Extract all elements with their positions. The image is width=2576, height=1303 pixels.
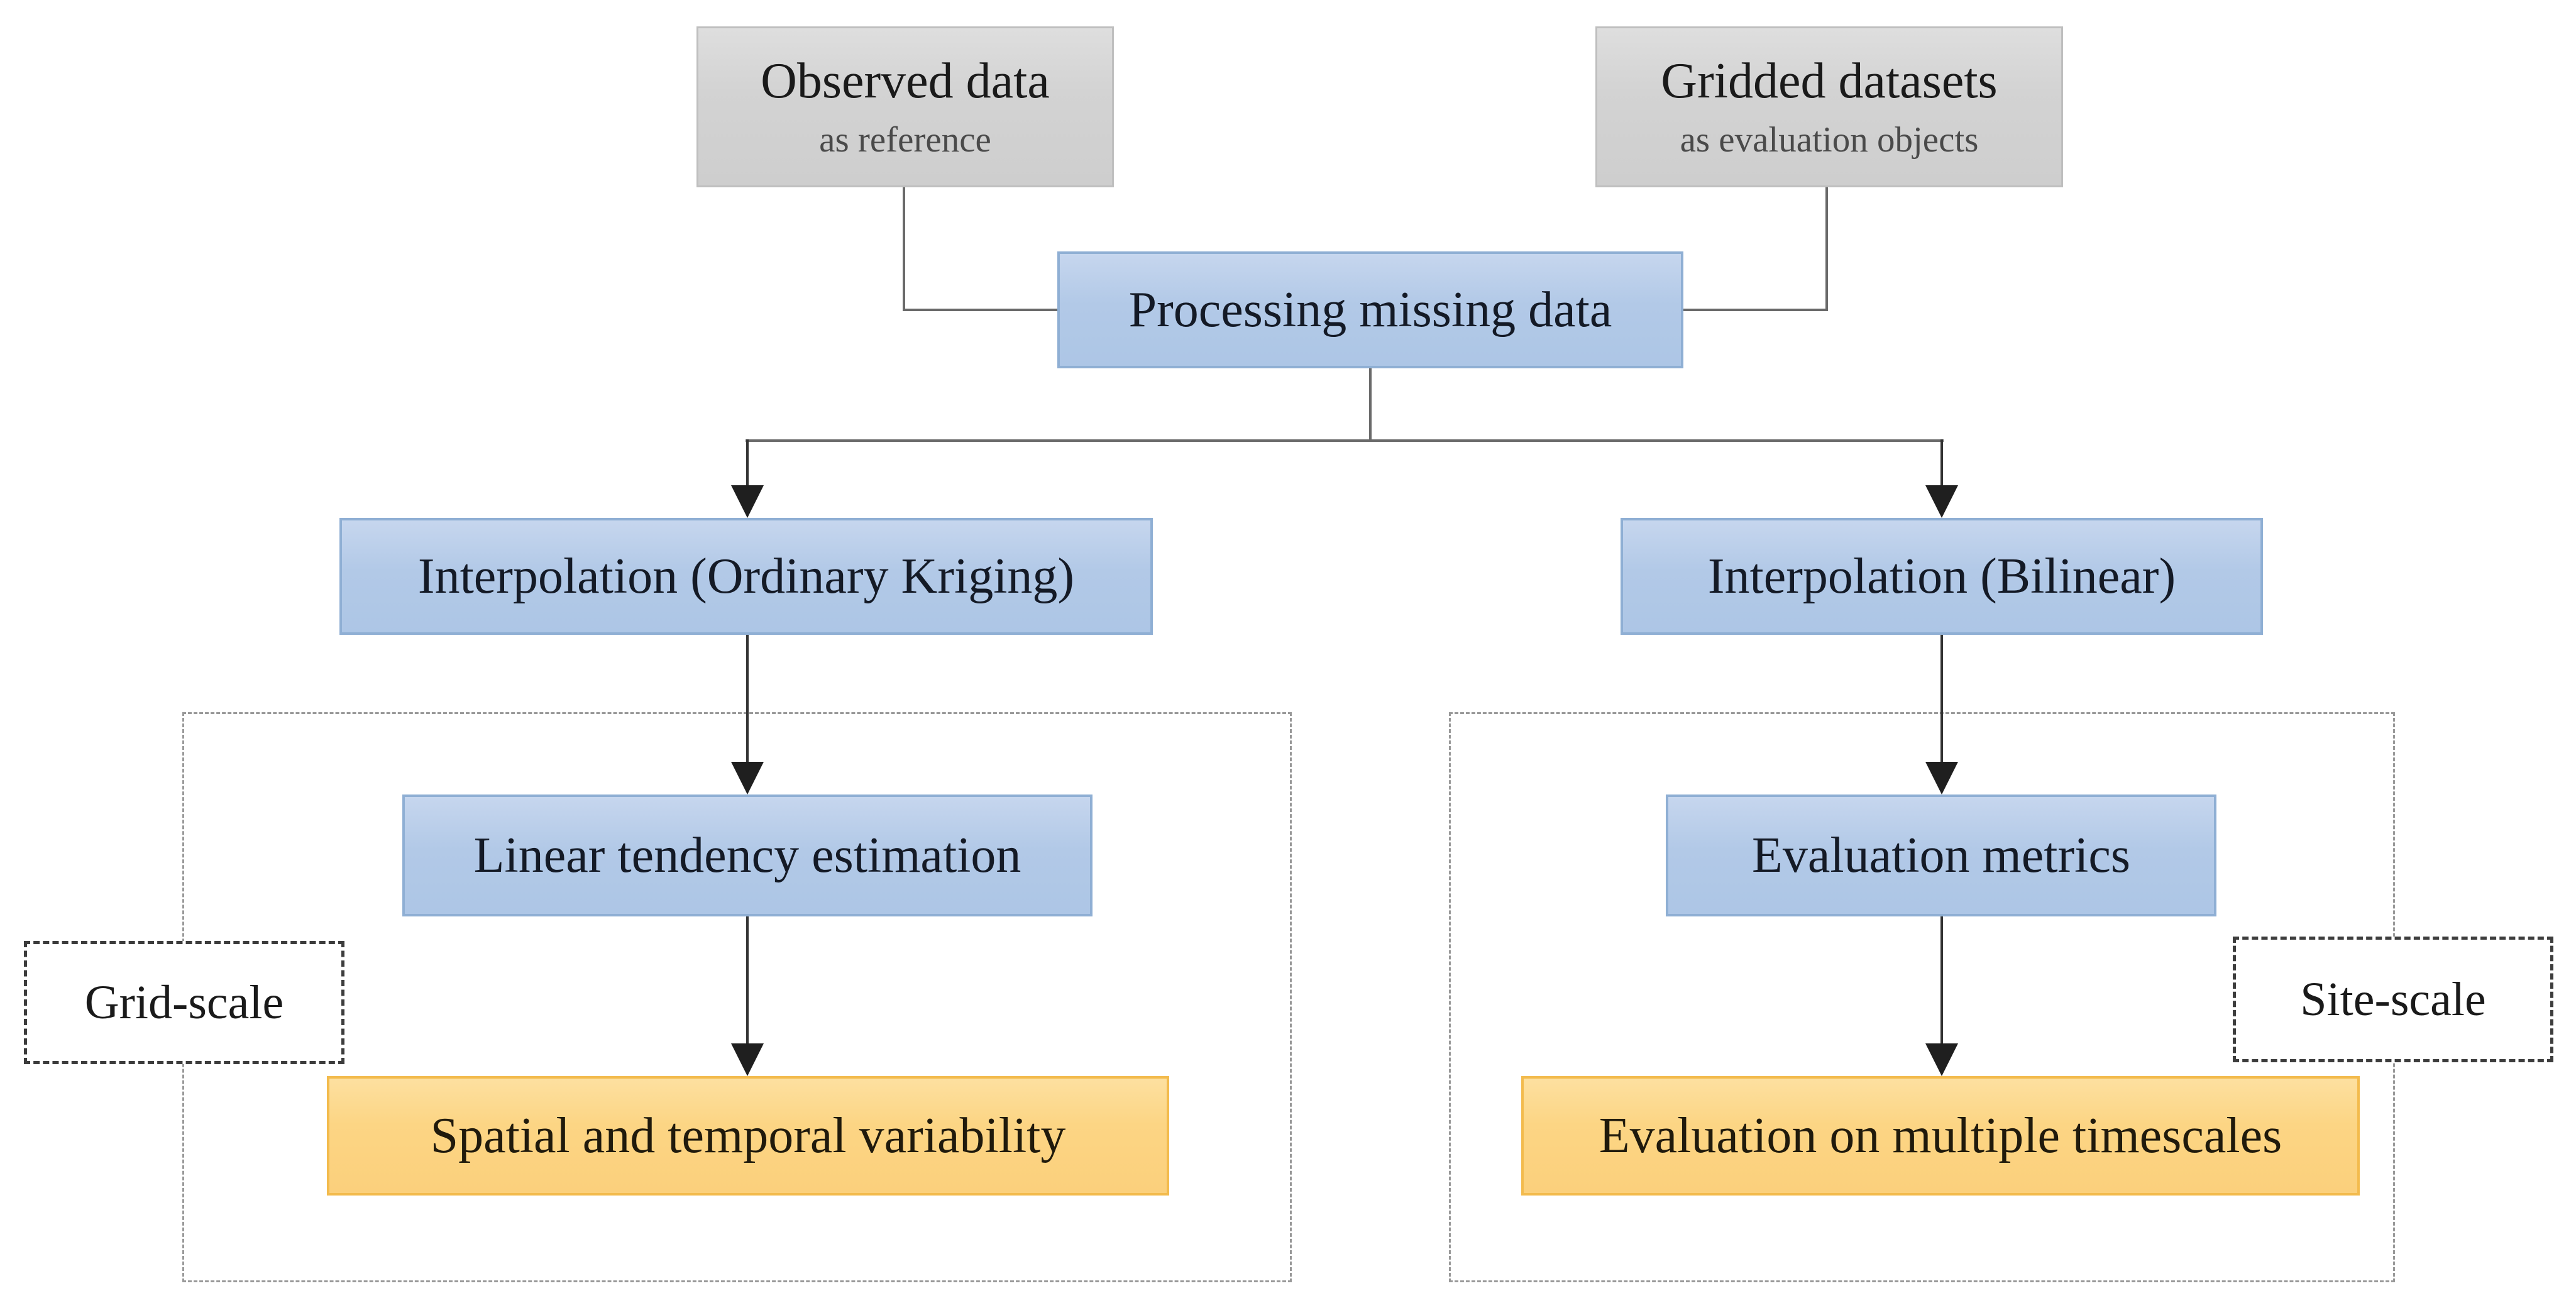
interpolation-kriging-label: Interpolation (Ordinary Kriging) [417,549,1075,604]
arrowhead-to-linear-tendency [731,762,764,794]
site-scale-label-box: Site-scale [2233,937,2553,1062]
processing-missing-data-label: Processing missing data [1128,282,1612,338]
observed-data-subtitle: as reference [819,120,991,160]
arrow-stem-to-multi-timescales [1940,916,1943,1046]
arrowhead-to-spatial-temporal [731,1043,764,1076]
gridded-datasets-title: Gridded datasets [1661,53,1998,109]
linear-tendency-label: Linear tendency estimation [473,828,1021,883]
grid-scale-label: Grid-scale [84,976,284,1029]
gridded-datasets-subtitle: as evaluation objects [1680,120,1979,160]
evaluation-metrics-box: Evaluation metrics [1666,794,2216,916]
interpolation-bilinear-box: Interpolation (Bilinear) [1621,518,2263,635]
arrow-stem-to-kriging [746,439,749,488]
arrowhead-to-kriging [731,485,764,518]
arrowhead-to-evaluation-metrics [1925,762,1958,794]
interpolation-bilinear-label: Interpolation (Bilinear) [1707,549,2176,604]
spatial-temporal-variability-box: Spatial and temporal variability [327,1076,1169,1196]
connector-observed-vertical [903,187,905,311]
linear-tendency-box: Linear tendency estimation [402,794,1093,916]
grid-scale-label-box: Grid-scale [24,941,344,1064]
arrow-stem-to-linear-tendency [746,635,749,764]
evaluation-multiple-timescales-label: Evaluation on multiple timescales [1599,1108,2282,1163]
observed-data-title: Observed data [761,53,1050,109]
arrow-stem-to-bilinear [1940,439,1943,488]
connector-gridded-vertical [1825,187,1828,311]
evaluation-metrics-label: Evaluation metrics [1751,828,2131,883]
connector-processing-down [1369,368,1372,442]
site-scale-label: Site-scale [2300,972,2486,1026]
gridded-datasets-box: Gridded datasets as evaluation objects [1595,26,2063,187]
arrow-stem-to-evaluation-metrics [1940,635,1943,764]
observed-data-box: Observed data as reference [696,26,1114,187]
connector-gridded-horizontal [1683,309,1828,311]
connector-split-horizontal [746,439,1944,442]
processing-missing-data-box: Processing missing data [1057,251,1683,368]
arrowhead-to-multi-timescales [1925,1043,1958,1076]
spatial-temporal-variability-label: Spatial and temporal variability [430,1108,1066,1163]
arrow-stem-to-spatial-temporal [746,916,749,1046]
connector-observed-horizontal [903,309,1060,311]
evaluation-multiple-timescales-box: Evaluation on multiple timescales [1521,1076,2360,1196]
arrowhead-to-bilinear [1925,485,1958,518]
interpolation-kriging-box: Interpolation (Ordinary Kriging) [339,518,1153,635]
